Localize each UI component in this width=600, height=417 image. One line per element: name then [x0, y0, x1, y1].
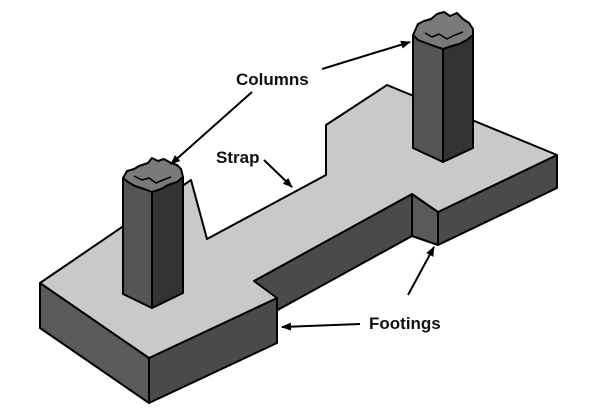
columns-label: Columns — [236, 70, 309, 89]
right-column-broken-top — [412, 11, 474, 50]
right-column-front-face — [412, 34, 444, 163]
arrow-columns-to-right-column — [321, 40, 411, 70]
footing-slab — [39, 84, 558, 404]
arrow-strap — [263, 159, 293, 188]
left-column — [122, 157, 184, 309]
arrow-footings-to-right-footing — [407, 246, 435, 296]
left-column-broken-top — [122, 157, 184, 193]
arrow-columns-to-left-column — [170, 91, 253, 165]
right-column-side-face — [442, 34, 474, 163]
left-column-side-face — [151, 176, 184, 309]
right-column — [412, 11, 474, 163]
strap-label: Strap — [216, 148, 260, 167]
arrow-footings-to-left-footing — [281, 322, 361, 331]
left-column-front-face — [122, 177, 153, 309]
footings-label: Footings — [369, 314, 441, 333]
leader-arrows — [170, 40, 435, 331]
